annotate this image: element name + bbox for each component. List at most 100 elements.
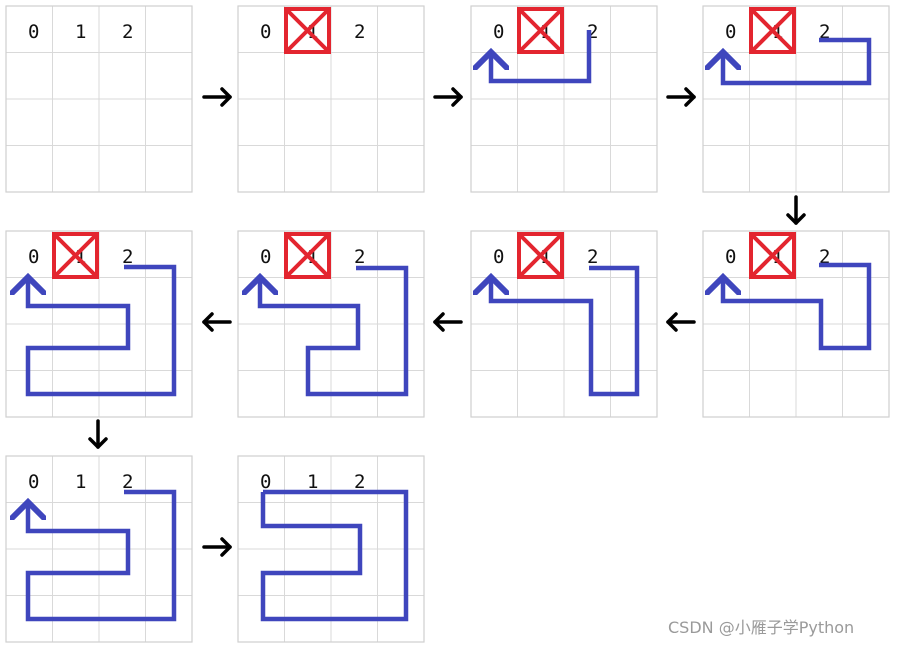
blocked-cell-box: [749, 232, 796, 279]
grid-cell: [145, 277, 193, 325]
blocked-cross-line: [517, 7, 564, 54]
grid-cell: [610, 145, 658, 193]
grid-cell: [610, 98, 658, 146]
grid-cell: [5, 145, 53, 193]
column-label-2: 2: [819, 246, 830, 268]
grid-cell: [330, 52, 378, 100]
column-label-1: 1: [772, 246, 783, 268]
column-label-0: 0: [493, 21, 504, 43]
grid-cell: [563, 98, 611, 146]
grid-cell: [377, 98, 425, 146]
blocked-cell-box: [52, 232, 99, 279]
grid-cell: [517, 98, 565, 146]
grid-cell: [98, 145, 146, 193]
column-label-0: 0: [28, 21, 39, 43]
grid-cell: [702, 230, 750, 278]
grid-cell: [702, 52, 750, 100]
grid-cell: [52, 52, 100, 100]
grid-cell: [52, 455, 100, 503]
grid-cell: [52, 145, 100, 193]
column-label-2: 2: [819, 21, 830, 43]
grid-cell: [377, 323, 425, 371]
route-path: [491, 30, 592, 84]
grid-cell: [842, 370, 890, 418]
grid-cell: [145, 5, 193, 53]
flow-arrow-left-icon: [202, 312, 232, 332]
grid-border: [237, 455, 425, 643]
grid-cell: [517, 145, 565, 193]
column-label-1: 1: [307, 246, 318, 268]
column-label-2: 2: [354, 21, 365, 43]
grid-cell: [377, 230, 425, 278]
blocked-cross-line: [52, 232, 99, 279]
grid-cell: [702, 145, 750, 193]
grid-cell: [145, 455, 193, 503]
grid-cell: [237, 370, 285, 418]
column-label-1: 1: [75, 21, 86, 43]
grid-cell: [702, 98, 750, 146]
blocked-cell-box: [749, 7, 796, 54]
flow-arrow-down-icon: [88, 419, 108, 449]
grid-cell: [517, 323, 565, 371]
grid-cell: [237, 145, 285, 193]
grid-cell: [563, 145, 611, 193]
column-label-2: 2: [122, 246, 133, 268]
column-label-1: 1: [772, 21, 783, 43]
grid-cell: [330, 277, 378, 325]
grid-cell: [145, 502, 193, 550]
grid-border: [5, 5, 193, 193]
column-label-1: 1: [307, 21, 318, 43]
grid-cell: [610, 52, 658, 100]
blocked-cross-line: [749, 7, 796, 54]
grid-cell: [377, 548, 425, 596]
grid-cell: [98, 277, 146, 325]
grid-cell: [330, 145, 378, 193]
grid-border: [702, 5, 890, 193]
grid-cell: [470, 323, 518, 371]
column-label-2: 2: [122, 471, 133, 493]
grid-cell: [145, 98, 193, 146]
grid-cell: [145, 230, 193, 278]
grid-cell: [377, 455, 425, 503]
grid-cell: [842, 145, 890, 193]
grid-cell: [5, 5, 53, 53]
grid-cell: [470, 370, 518, 418]
column-label-2: 2: [354, 471, 365, 493]
grid-cell: [284, 52, 332, 100]
grid-cell: [145, 145, 193, 193]
column-label-0: 0: [28, 471, 39, 493]
grid-cell: [98, 502, 146, 550]
grid-cell: [470, 98, 518, 146]
column-label-1: 1: [540, 21, 551, 43]
grid-cell: [795, 52, 843, 100]
column-label-0: 0: [493, 246, 504, 268]
column-label-1: 1: [307, 471, 318, 493]
grid-cell: [795, 145, 843, 193]
grid-cell: [284, 455, 332, 503]
watermark: CSDN @小雁子学Python: [668, 614, 893, 644]
flow-arrow-left-icon: [433, 312, 463, 332]
route-path: [260, 265, 409, 397]
grid-cell: [749, 323, 797, 371]
grid-cell: [52, 277, 100, 325]
grid-cell: [842, 52, 890, 100]
column-label-0: 0: [28, 246, 39, 268]
grid-cell: [5, 52, 53, 100]
route-path: [723, 37, 872, 86]
grid-cell: [377, 502, 425, 550]
grid-cell: [749, 98, 797, 146]
grid-cell: [52, 5, 100, 53]
grid-cell: [795, 370, 843, 418]
grid-cell: [517, 52, 565, 100]
grid-cell: [749, 370, 797, 418]
grid-cell: [284, 98, 332, 146]
blocked-cross-line: [284, 7, 331, 54]
grid-cell: [5, 98, 53, 146]
route-path: [28, 264, 177, 397]
